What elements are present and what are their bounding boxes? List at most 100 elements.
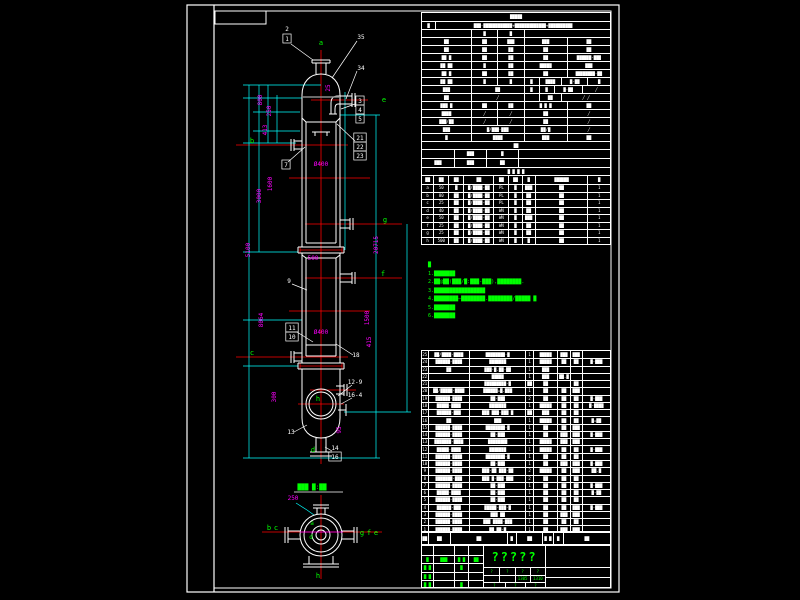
table-cell: ███ — [569, 430, 582, 439]
table-cell: ██ — [557, 452, 570, 460]
balloon-label: 16-4 — [348, 392, 363, 399]
table-cell: ███ — [566, 61, 610, 69]
table-cell: ██ — [532, 503, 558, 511]
table-cell: ██ — [557, 518, 570, 526]
table-cell: ██ — [485, 158, 518, 167]
table-cell: ██████-████ — [427, 481, 469, 490]
table-cell: ██ — [569, 496, 582, 504]
table-cell: ██████-████ — [427, 459, 469, 468]
bom-table: 25██/████-████████████-█1███████████24██… — [421, 350, 611, 532]
table-cell: 1 — [525, 496, 533, 504]
table-cell: ██ — [521, 206, 535, 214]
nozzle-letter: c — [274, 524, 278, 532]
table-cell — [517, 149, 610, 158]
dimension-text: 3000 — [256, 188, 263, 203]
table-cell: ██ — [463, 175, 494, 184]
title-block-right — [546, 546, 610, 587]
table-cell: ██ — [557, 503, 570, 511]
table-cell: ╱ — [497, 109, 524, 117]
table-cell: ██ — [521, 221, 535, 229]
table-cell: █ — [422, 21, 436, 29]
table-cell: █/████-██ — [463, 206, 494, 214]
table-cell: ███ — [532, 365, 558, 373]
table-cell: █-██ — [553, 85, 582, 93]
table-cell: ██ — [569, 518, 582, 526]
dimension-text: 20715 — [373, 236, 380, 254]
table-cell: ██ — [534, 229, 588, 237]
table-cell: █████-████ — [427, 401, 469, 410]
table-cell: █████ — [532, 358, 558, 366]
table-cell: ██ — [448, 221, 464, 229]
bom-header-row: ██████████ ████ — [421, 532, 611, 545]
table-cell: █/████-██ — [463, 214, 494, 222]
table-cell: 2 — [525, 467, 533, 475]
table-cell: █ — [508, 184, 522, 192]
nozzle-letter: d — [309, 534, 313, 541]
table-cell: █████ — [509, 14, 523, 19]
table-cell: ██ — [422, 141, 610, 149]
table-cell: ██ — [532, 459, 558, 468]
table-cell: █████-███-█ — [468, 503, 526, 511]
table-cell: ██ — [566, 45, 610, 53]
table-cell — [432, 572, 454, 580]
table-cell: ██████-████ — [427, 423, 469, 431]
table-cell — [468, 580, 483, 587]
nozzle-letter: f — [367, 529, 371, 537]
table-cell: ██ — [532, 452, 558, 460]
table-cell: 1 — [587, 191, 610, 199]
table-cell: WN — [493, 236, 509, 244]
table-cell: 1 — [525, 401, 533, 410]
table-cell: ██ — [525, 380, 533, 388]
table-cell: ██ ██ — [422, 61, 471, 69]
table-cell: ██████-████ — [427, 496, 469, 504]
table-cell: ██ — [523, 45, 567, 53]
table-cell: ███/██ — [422, 117, 471, 125]
table-cell: █-███ — [581, 481, 610, 490]
table-cell: █████ — [532, 438, 558, 446]
vessel-front-view — [290, 59, 356, 457]
table-cell: ███ — [569, 423, 582, 431]
technical-characteristics-table: █████████-████████████+█████████████+███… — [421, 12, 611, 245]
table-cell: ██ — [497, 53, 524, 61]
table-cell: a — [422, 184, 434, 192]
table-cell: 1310 — [529, 575, 545, 582]
table-cell: e — [422, 214, 434, 222]
nozzle-letter: d — [311, 446, 315, 454]
table-cell: ╱ — [566, 109, 610, 117]
dimension-text: 8064 — [258, 312, 265, 327]
table-cell: ███ █ — [422, 101, 471, 109]
table-cell: █████ — [523, 61, 567, 69]
table-cell: ╱ ╱ — [561, 93, 610, 101]
table-cell: ██████-███ — [427, 409, 469, 417]
table-cell: ██ — [470, 37, 498, 45]
table-cell — [581, 474, 610, 482]
table-cell: ████████-█ — [468, 423, 526, 431]
table-cell: ███ — [557, 525, 570, 531]
table-cell: ██ — [532, 489, 558, 497]
title-block-cell — [546, 578, 610, 587]
table-cell: █ — [552, 533, 563, 544]
notes-text: █1.███████2.██@██(███/█:███-███),███████… — [428, 261, 536, 321]
table-cell: ██ — [557, 481, 570, 490]
table-cell: ███-████████████+█████████████+█████████… — [435, 21, 610, 29]
table-cell: ██ — [566, 133, 610, 141]
table-cell: ██ — [532, 394, 558, 402]
table-cell: ███ — [432, 555, 454, 563]
nozzle-letter: g — [360, 529, 364, 537]
table-cell: ██ — [569, 380, 582, 388]
dimension-text: 95 — [336, 426, 343, 434]
table-cell — [523, 93, 539, 101]
table-cell: ╱ — [470, 93, 524, 101]
table-cell: ██ — [566, 101, 610, 109]
table-cell: █████-████ — [427, 445, 469, 453]
table-cell: 1 — [587, 199, 610, 207]
table-cell: PL — [493, 184, 509, 192]
table-cell: ███ — [557, 510, 570, 519]
table-cell: █ — [508, 199, 522, 207]
table-cell: d — [422, 206, 434, 215]
table-cell: ██████-████ — [427, 452, 469, 460]
table-cell: █████ — [532, 401, 558, 410]
table-cell: ██████-████ — [427, 358, 469, 366]
table-cell: ██ — [422, 45, 471, 53]
note-line: 2.██@██(███/█:███-███),████████. — [428, 279, 525, 285]
